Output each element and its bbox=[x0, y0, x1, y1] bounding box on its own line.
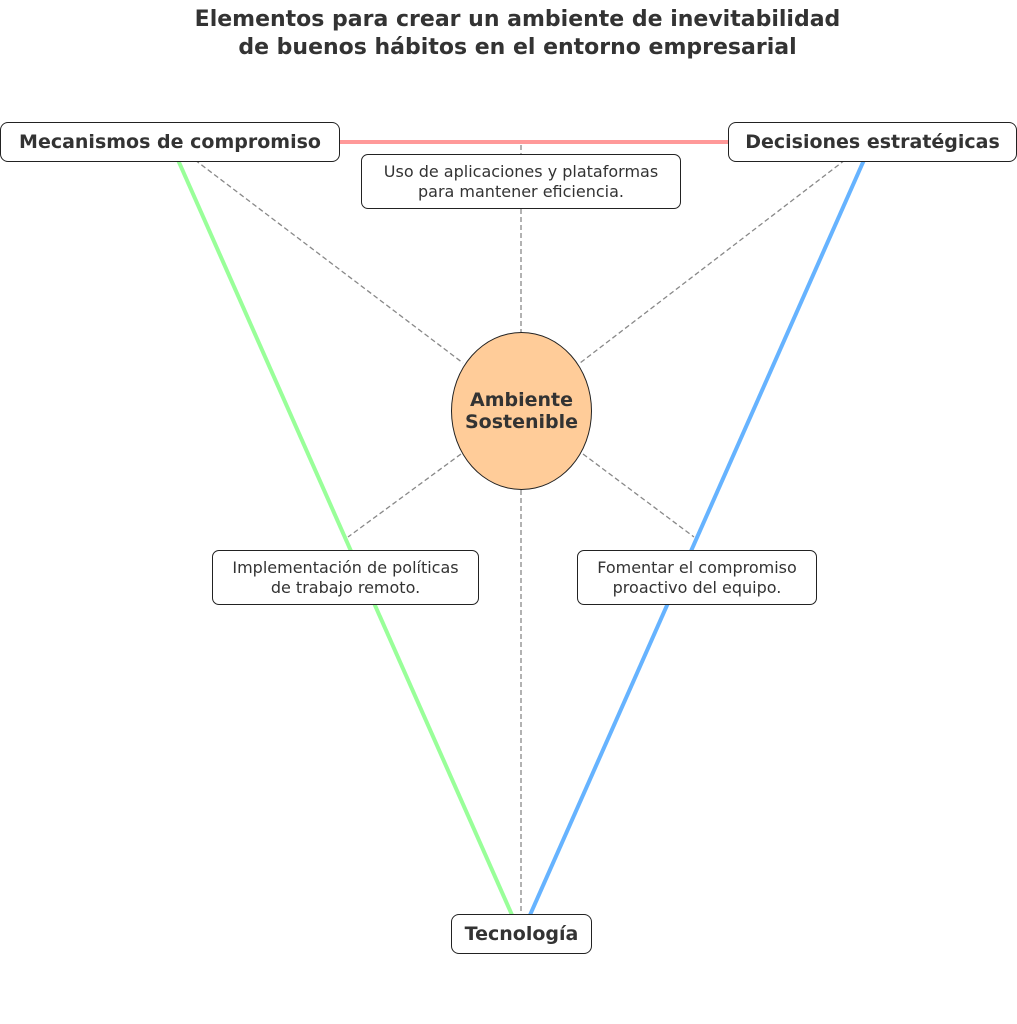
node-decisiones-estrategicas: Decisiones estratégicas bbox=[728, 122, 1017, 162]
edge-right bbox=[528, 159, 866, 916]
spoke-to-mecanismos bbox=[194, 159, 464, 364]
label-top: Uso de aplicaciones y plataformas para m… bbox=[361, 154, 681, 209]
label-top-line-2: para mantener eficiencia. bbox=[417, 181, 624, 201]
center-line-2: Sostenible bbox=[464, 411, 579, 433]
title-line-1: Elementos para crear un ambiente de inev… bbox=[194, 7, 841, 32]
spoke-to-left-label bbox=[347, 453, 462, 538]
node-mecanismos-label: Mecanismos de compromiso bbox=[19, 131, 321, 153]
label-right-line-1: Fomentar el compromiso bbox=[597, 557, 797, 577]
node-mecanismos-de-compromiso: Mecanismos de compromiso bbox=[0, 122, 340, 162]
diagram-title: Elementos para crear un ambiente de inev… bbox=[0, 6, 1017, 62]
center-line-1: Ambiente bbox=[470, 389, 573, 411]
edge-left bbox=[176, 159, 514, 916]
center-node-ambiente-sostenible: Ambiente Sostenible bbox=[451, 332, 592, 490]
title-line-2: de buenos hábitos en el entorno empresar… bbox=[238, 35, 797, 60]
label-right: Fomentar el compromiso proactivo del equ… bbox=[577, 550, 817, 605]
node-tecnologia: Tecnología bbox=[451, 914, 592, 954]
label-left-line-1: Implementación de políticas bbox=[232, 557, 459, 577]
label-left-line-2: de trabajo remoto. bbox=[270, 577, 421, 597]
label-top-line-1: Uso de aplicaciones y plataformas bbox=[383, 161, 659, 181]
node-tecnologia-label: Tecnología bbox=[464, 923, 579, 945]
node-decisiones-label: Decisiones estratégicas bbox=[745, 131, 1000, 153]
label-right-line-2: proactivo del equipo. bbox=[612, 577, 782, 597]
spoke-to-right-label bbox=[582, 453, 695, 538]
label-left: Implementación de políticas de trabajo r… bbox=[212, 550, 479, 605]
